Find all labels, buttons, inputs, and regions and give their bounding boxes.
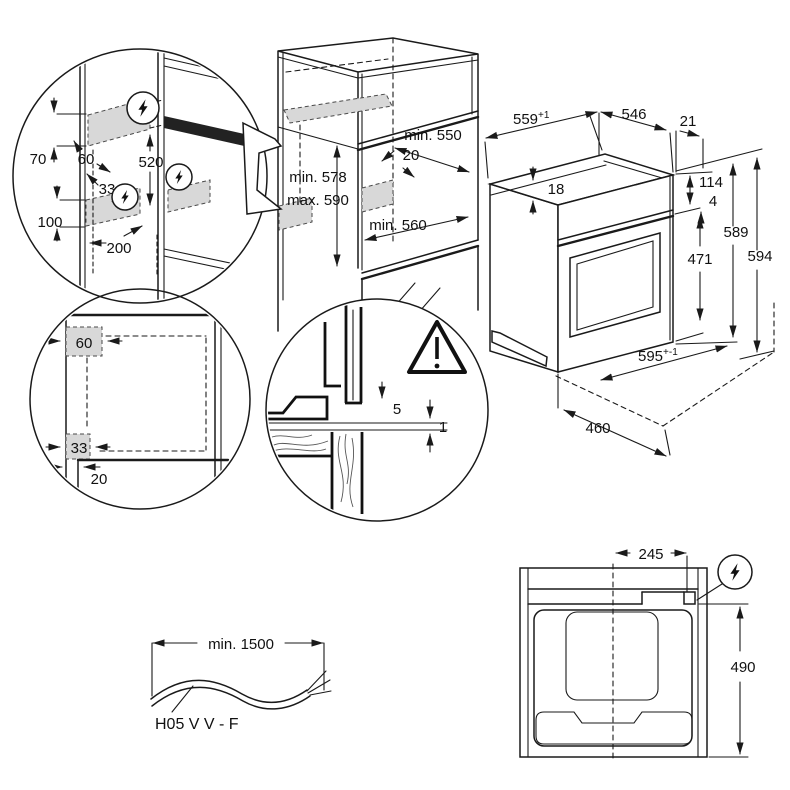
niche-connection-zone	[361, 179, 394, 213]
dim-depth-bottom: min. 560	[369, 217, 427, 234]
corner-zone-60	[65, 326, 103, 357]
cable-curve	[150, 679, 308, 704]
dim-panel-height: 114	[699, 174, 723, 191]
dim-height-body: 589	[723, 224, 748, 241]
wood-grain	[269, 433, 354, 508]
section-detail-circle	[265, 298, 489, 522]
corner-detail-circle	[29, 288, 251, 510]
power-cable-drawing: min. 1500 H05 V V - F	[150, 636, 332, 733]
dim-width-top: 559+1	[513, 110, 550, 128]
dim-front-gap: 20	[403, 147, 420, 164]
dim-top-inset: 18	[548, 181, 565, 198]
oven-door-window	[569, 232, 661, 338]
upper-connection-zone	[283, 93, 393, 124]
dim-depth: 546	[621, 106, 646, 123]
dim-height-max: max. 590	[287, 192, 349, 209]
oven-drawing: 18 559+1 546 21 114 4 47	[484, 106, 775, 457]
worktop-band	[164, 116, 258, 149]
cabinet-dimensions: min. 550 20 min. 578 max. 590 min. 560	[287, 127, 470, 267]
dim-width-front: 595+-1	[638, 347, 678, 365]
dim-panel-gap: 4	[709, 193, 717, 210]
dim-height-min: min. 578	[289, 169, 347, 186]
dim-gap-1: 1	[439, 419, 447, 436]
oven-dimensions: 18 559+1 546 21 114 4 47	[484, 106, 775, 457]
dim-corner-33: 33	[71, 440, 88, 457]
oven-top-view: 245 490	[519, 546, 756, 759]
cable-type-label: H05 V V - F	[155, 716, 239, 733]
detail-callout-pointer	[242, 121, 283, 215]
wall-detail-dimensions: 70 60 520 33 100 200	[30, 97, 164, 257]
dim-33: 33	[99, 181, 116, 198]
oven-base-notch	[491, 330, 548, 368]
wall-detail-circle	[12, 48, 268, 304]
dim-200: 200	[106, 240, 131, 257]
dim-corner-60: 60	[76, 335, 93, 352]
cable-curve	[151, 686, 311, 710]
corner-detail-content: 60 33 20	[45, 309, 230, 493]
cable-stripped-end	[306, 670, 332, 696]
dim-gap-5: 5	[393, 401, 401, 418]
dim-520: 520	[138, 154, 163, 171]
wall-detail-content: 70 60 520 33 100 200	[30, 51, 259, 301]
cabinet-drawing: min. 550 20 min. 578 max. 590 min. 560	[277, 37, 480, 346]
dim-base-depth: 460	[585, 420, 610, 437]
connector-box	[683, 591, 696, 605]
dim-490: 490	[730, 659, 755, 676]
dim-door-height: 471	[687, 251, 712, 268]
cable-length-label: min. 1500	[208, 636, 274, 653]
side-connection-zone	[278, 197, 313, 231]
dim-100: 100	[37, 214, 62, 231]
electrical-connection-icons	[111, 91, 193, 211]
dim-245: 245	[638, 546, 663, 563]
door-handle-recess	[535, 711, 693, 745]
dim-corner-20: 20	[91, 471, 108, 488]
dim-depth-top: min. 550	[404, 127, 462, 144]
dim-70: 70	[30, 151, 47, 168]
dim-door-offset: 21	[680, 113, 697, 130]
dim-60: 60	[78, 151, 95, 168]
dim-height-total: 594	[747, 248, 772, 265]
warning-triangle-icon	[407, 320, 467, 374]
corner-zone-33	[65, 433, 91, 460]
